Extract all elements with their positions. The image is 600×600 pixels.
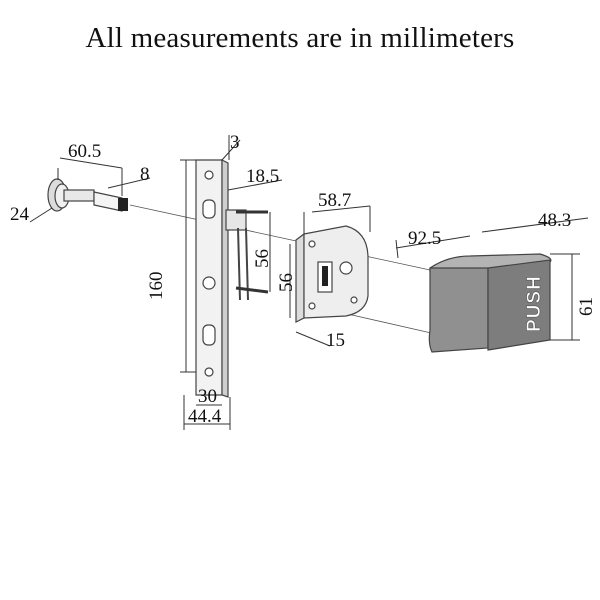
dim-plate-width-inner: 30 — [198, 386, 217, 407]
dim-line-push-depth — [481, 217, 589, 233]
plate-slot — [202, 324, 216, 346]
screw-hole — [350, 296, 358, 304]
dim-push-height: 61 — [576, 297, 597, 316]
screw-hole — [308, 240, 316, 248]
dim-plate-thickness: 3 — [230, 132, 240, 153]
plate-hole — [202, 276, 216, 290]
knob-assembly — [47, 178, 128, 212]
dim-plate-width-outer: 44.4 — [188, 406, 222, 427]
dim-line-bolt-length — [227, 179, 283, 191]
title: All measurements are in millimeters — [85, 22, 515, 54]
dim-ext — [395, 239, 399, 259]
back-plate — [195, 159, 229, 398]
plate-hole — [204, 367, 214, 377]
dim-knob-diameter: 24 — [10, 204, 30, 225]
dim-line-thickness — [221, 139, 241, 161]
plate-slot — [202, 199, 216, 219]
latch-tongue — [322, 266, 328, 286]
push-side — [428, 267, 489, 353]
dim-line-body-width — [311, 205, 371, 213]
cylinder-hole — [339, 261, 353, 275]
dim-body-width: 58.7 — [318, 190, 351, 211]
dim-knob-length: 60.5 — [68, 141, 101, 162]
bolts — [225, 209, 269, 301]
dim-spindle-width: 8 — [140, 164, 150, 185]
knob-neck — [63, 189, 95, 202]
lock-body-side — [295, 232, 305, 323]
screw-hole — [308, 302, 316, 310]
spindle — [93, 191, 123, 212]
dim-body-height: 56 — [276, 273, 297, 292]
axis-guide — [129, 204, 431, 271]
bolt-bottom — [235, 286, 269, 294]
dim-bolt-length: 18.5 — [246, 166, 279, 187]
lock-body — [295, 225, 369, 323]
spindle-tip — [118, 198, 128, 211]
push-label: PUSH — [524, 275, 545, 332]
dim-body-depth: 15 — [326, 330, 345, 351]
bolt-spacer — [225, 209, 247, 231]
dim-line-body-depth — [295, 331, 331, 347]
push-handle: PUSH — [428, 253, 552, 353]
plate-hole — [204, 170, 214, 180]
dim-plate-height: 160 — [146, 272, 167, 301]
dim-line-spindle — [107, 177, 151, 189]
dim-line-knob-length — [59, 157, 123, 169]
dim-push-depth: 48.3 — [538, 210, 571, 231]
dim-push-length: 92.5 — [408, 228, 441, 249]
lock-body-front — [303, 225, 369, 319]
dim-line-push-length — [395, 235, 471, 249]
dim-bolt-spacing: 56 — [252, 249, 273, 268]
plate-edge — [221, 159, 229, 398]
dim-line-knob-diameter — [29, 207, 53, 223]
